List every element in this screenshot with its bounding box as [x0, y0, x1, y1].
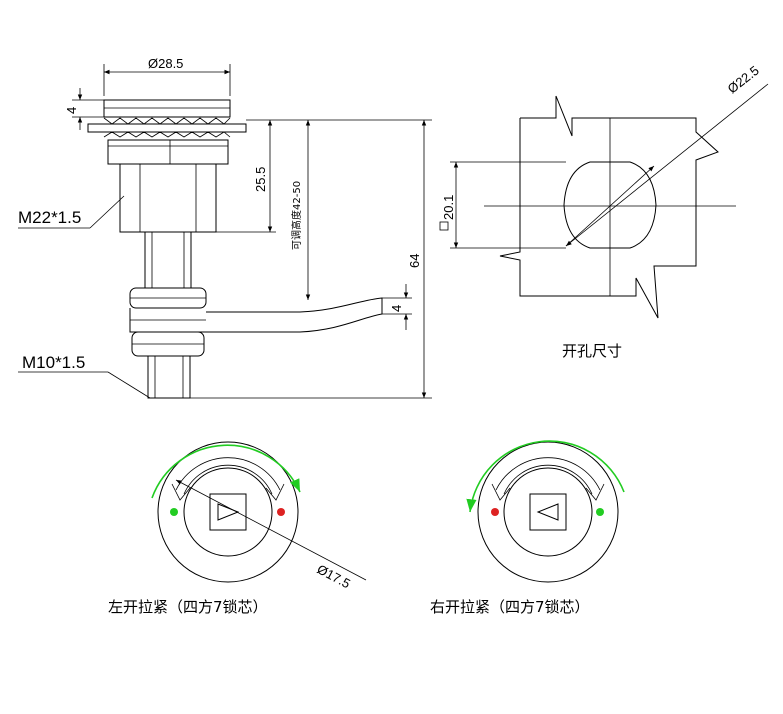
dim-adjust-height: 可调高度42-50 — [276, 119, 318, 300]
bottom-thread — [147, 355, 191, 399]
gasket — [87, 123, 247, 133]
thread-label-small: M10*1.5 — [18, 353, 151, 399]
thread-large-text: M22*1.5 — [18, 208, 81, 227]
right-caption: 右开拉紧（四方7锁芯） — [430, 598, 590, 616]
head-height-text: 4 — [64, 107, 79, 114]
left-red-dot — [277, 508, 285, 516]
cam-thickness-text: 4 — [389, 305, 404, 312]
cutout-title: 开孔尺寸 — [562, 342, 622, 360]
head-diameter-text: Ø28.5 — [148, 56, 183, 71]
dim-total-length: 64 — [190, 119, 432, 399]
left-key-triangle — [217, 503, 240, 521]
right-rotation-arc-inner — [503, 464, 593, 495]
dim-head-height: 4 — [64, 88, 104, 130]
dim-cam-thickness: 4 — [382, 284, 412, 330]
right-face-view: 右开拉紧（四方7锁芯） — [430, 440, 625, 616]
serration-teeth — [103, 117, 231, 138]
body-height-text: 25.5 — [253, 167, 268, 192]
cutout-diagram: 20.1 Ø22.5 开孔尺寸 — [439, 63, 769, 360]
dim-body-height: 25.5 — [216, 119, 276, 233]
adjust-height-text: 可调高度42-50 — [290, 181, 303, 250]
cutout-shape — [563, 161, 657, 249]
thread-label-large: M22*1.5 — [18, 195, 125, 229]
right-outer-ring — [477, 441, 619, 583]
left-caption: 左开拉紧（四方7锁芯） — [108, 598, 268, 616]
cutout-flat-text: 20.1 — [441, 195, 456, 220]
right-rotation-arc-outer — [495, 457, 601, 491]
right-green-arrow — [466, 440, 625, 513]
dim-head-diameter: Ø28.5 — [103, 56, 231, 96]
right-green-dot — [596, 508, 604, 516]
left-face-view: Ø17.5 左开拉紧（四方7锁芯） — [108, 441, 367, 616]
left-rotation-arc-inner — [183, 464, 273, 495]
thread-small-text: M10*1.5 — [22, 353, 85, 372]
left-outer-ring — [157, 441, 299, 583]
threaded-body — [119, 163, 217, 233]
right-key-triangle — [536, 503, 559, 521]
left-inner-ring — [183, 467, 273, 557]
left-rotation-arc-outer — [175, 457, 281, 491]
head-cap — [103, 99, 231, 118]
face-diameter-text: Ø17.5 — [315, 561, 353, 591]
cutout-diameter-text: Ø22.5 — [725, 63, 762, 97]
panel-outline — [499, 95, 719, 319]
left-green-dot — [170, 508, 178, 516]
right-inner-ring — [503, 467, 593, 557]
right-red-dot — [491, 508, 499, 516]
side-view — [87, 99, 383, 399]
total-length-text: 64 — [407, 254, 422, 268]
right-key-square — [529, 493, 567, 531]
lock-nut — [107, 139, 229, 165]
left-green-arrow — [151, 444, 301, 499]
left-key-square — [209, 493, 247, 531]
